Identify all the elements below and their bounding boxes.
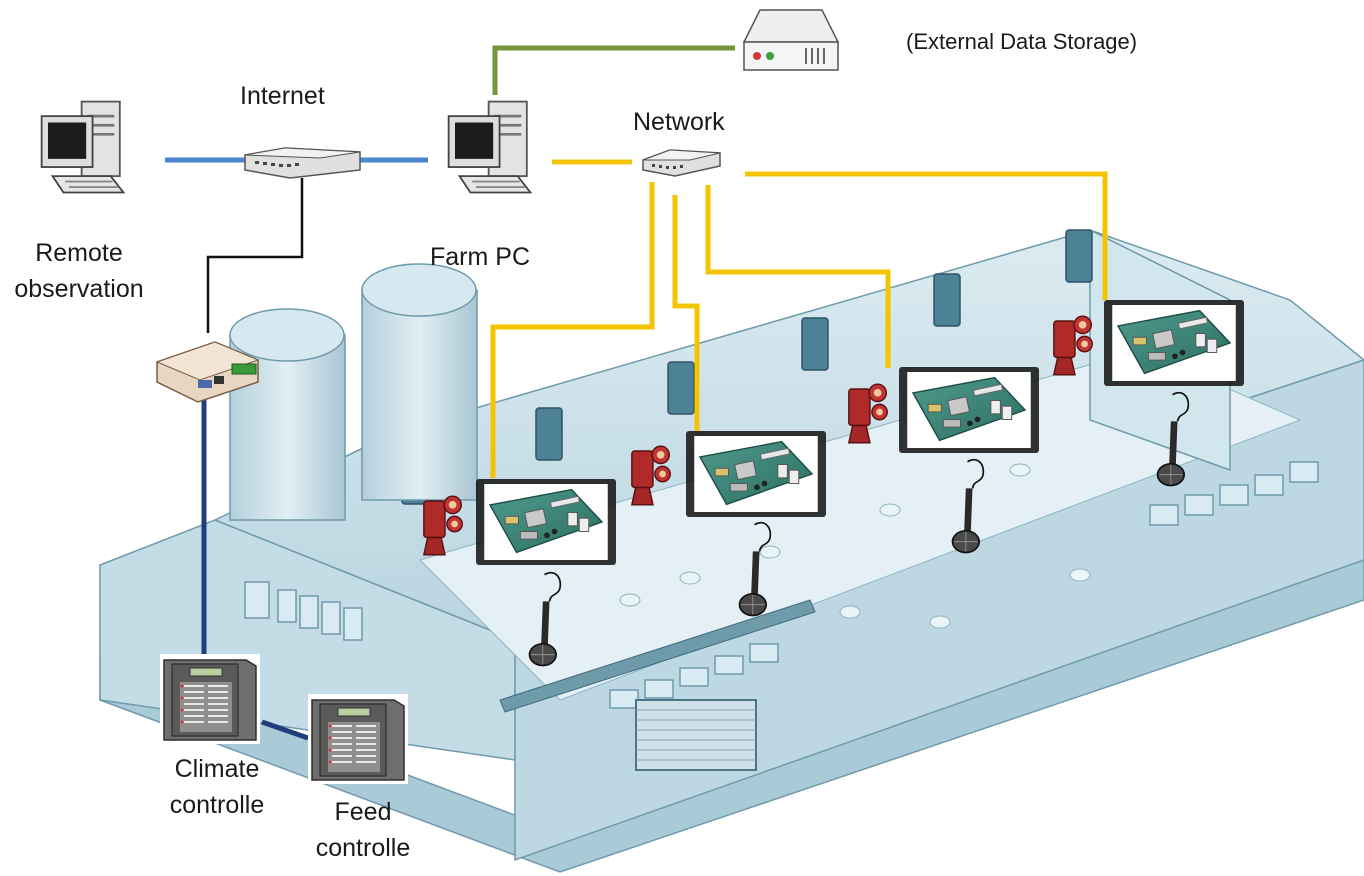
farm-pc-label: Farm PC	[430, 243, 530, 271]
feed-label-line2: controlle	[315, 834, 411, 863]
gateway-box-icon	[155, 341, 260, 403]
climate-controller-label: Climate controlle	[158, 751, 276, 824]
gateway-link	[206, 178, 304, 333]
feed-label-line1: Feed	[334, 798, 392, 826]
remote-observation-label: Remote observation	[4, 235, 154, 308]
circuit-board-icon	[899, 367, 1039, 453]
remote-label-line1: Remote	[35, 239, 123, 267]
circuit-board-icon	[686, 431, 826, 517]
network-label: Network	[633, 108, 725, 136]
silo-left	[229, 308, 346, 521]
silo-right	[361, 263, 478, 501]
controller-links	[201, 395, 309, 741]
feed-controller-icon	[306, 694, 410, 784]
climate-controller-icon	[158, 654, 262, 744]
farm-pc-icon	[447, 100, 532, 194]
internet-switch-icon	[244, 147, 361, 179]
storage-link	[492, 45, 735, 95]
vent-grille	[635, 699, 757, 771]
remote-pc-icon	[40, 100, 125, 194]
climate-label-line2: controlle	[169, 791, 265, 820]
remote-label-line2: observation	[14, 275, 144, 304]
circuit-board-icon	[1104, 300, 1244, 386]
feed-controller-label: Feed controlle	[304, 794, 422, 867]
external-storage-label: (External Data Storage)	[906, 29, 1138, 54]
circuit-board-icon	[476, 479, 616, 565]
external-drive-icon	[742, 9, 840, 71]
climate-label-line1: Climate	[174, 755, 260, 783]
network-switch-icon	[642, 149, 721, 177]
network-links	[490, 159, 1108, 478]
internet-label: Internet	[240, 82, 325, 110]
